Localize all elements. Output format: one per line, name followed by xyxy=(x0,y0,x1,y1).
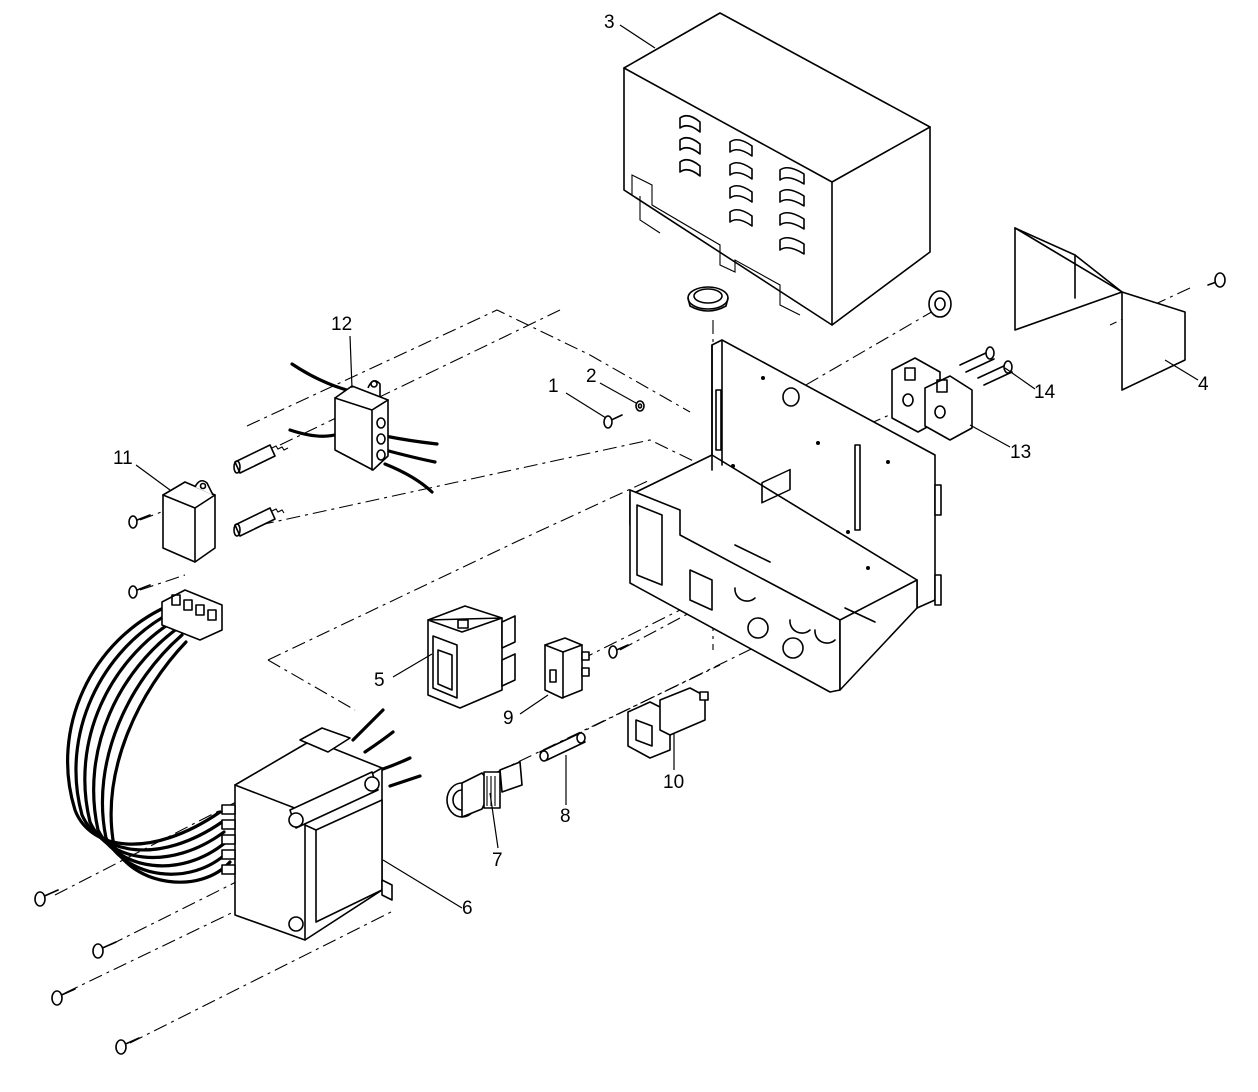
relay-screws xyxy=(128,514,151,599)
transformer-screws xyxy=(34,889,140,1055)
screws-part-14 xyxy=(959,346,1013,386)
assembly-dash-lines xyxy=(54,287,1191,1044)
grommet-nut xyxy=(687,286,729,312)
slide-switch-part-9 xyxy=(544,637,590,699)
leader-lines xyxy=(135,24,1199,909)
circuit-breaker-part-10 xyxy=(627,687,709,759)
callout-labels: 1 2 3 4 5 6 7 8 9 10 11 12 13 14 xyxy=(113,12,1209,919)
screw-part-1 xyxy=(603,414,623,429)
connector xyxy=(161,589,223,641)
terminal-block-part-13 xyxy=(891,357,973,441)
fuse-holder-part-7 xyxy=(446,761,523,818)
callout-11: 11 xyxy=(113,448,133,469)
callout-5: 5 xyxy=(374,670,385,691)
callout-10: 10 xyxy=(663,772,684,793)
cover-part-3 xyxy=(623,12,931,326)
transformer-part-6 xyxy=(221,708,422,941)
callout-3: 3 xyxy=(604,12,615,33)
screw-part-4 xyxy=(1207,272,1226,288)
relay-part-11 xyxy=(162,479,216,563)
washer-part-2 xyxy=(635,400,645,412)
grommet-round xyxy=(928,290,952,318)
callout-13: 13 xyxy=(1010,442,1031,463)
callout-2: 2 xyxy=(586,366,597,387)
callout-1: 1 xyxy=(548,376,559,397)
end-panel-part-4 xyxy=(1014,227,1186,391)
cover-vent-slots xyxy=(679,114,805,255)
wire-harness xyxy=(66,603,232,884)
callout-9: 9 xyxy=(503,708,514,729)
chassis xyxy=(629,339,942,693)
standoffs xyxy=(233,444,289,537)
callout-8: 8 xyxy=(560,806,571,827)
callout-4: 4 xyxy=(1198,374,1209,395)
callout-7: 7 xyxy=(492,850,503,871)
callout-14: 14 xyxy=(1034,382,1056,403)
line-filter-part-12 xyxy=(288,362,439,494)
fuse-part-8 xyxy=(539,732,586,762)
screw-small xyxy=(608,644,629,659)
callout-12: 12 xyxy=(331,314,352,335)
rocker-switch-part-5 xyxy=(427,605,516,709)
transformer-terminals xyxy=(221,804,236,875)
callout-6: 6 xyxy=(462,898,473,919)
